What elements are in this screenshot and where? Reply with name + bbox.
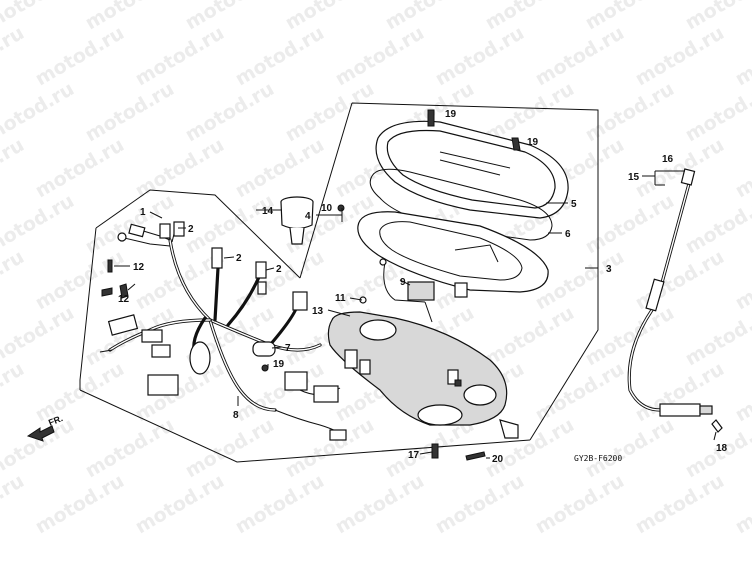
watermark-text: motod.ru xyxy=(582,0,678,34)
watermark-text: motod.ru xyxy=(432,22,528,90)
meter-gasket xyxy=(369,168,553,241)
watermark-text: motod.ru xyxy=(632,246,728,314)
watermark-text: motod.ru xyxy=(82,0,178,34)
watermark-text: motod.ru xyxy=(582,414,678,482)
watermark-text: motod.ru xyxy=(532,470,628,538)
watermark-text: motod.ru xyxy=(332,470,428,538)
callout-labels: 1 2 2 2 3 4 5 6 7 8 9 10 11 12 12 13 14 … xyxy=(47,109,728,465)
watermark-text: motod.ru xyxy=(32,22,128,90)
callout-5: 5 xyxy=(571,199,577,210)
meter-panel xyxy=(357,211,549,298)
watermark-text: motod.ru xyxy=(0,22,28,90)
watermark-text: motod.ru xyxy=(82,414,178,482)
meter-sub-harness xyxy=(379,258,435,323)
watermark-text: motod.ru xyxy=(132,358,228,426)
watermark-text: motod.ru xyxy=(282,414,378,482)
watermark-text: motod.ru xyxy=(482,302,578,370)
callout-9: 9 xyxy=(400,277,406,288)
front-arrow-icon xyxy=(26,425,55,442)
callout-18: 18 xyxy=(716,443,728,454)
callout-16: 16 xyxy=(662,154,674,165)
watermark-text: motod.ru xyxy=(632,134,728,202)
watermark-text: motod.ru xyxy=(32,358,128,426)
callout-2-b: 2 xyxy=(236,253,242,264)
watermark-text: motod.ru xyxy=(232,470,328,538)
callout-12-a: 12 xyxy=(133,262,145,273)
watermark-text: motod.ru xyxy=(632,470,728,538)
callout-15: 15 xyxy=(628,172,640,183)
callout-11: 11 xyxy=(335,293,346,304)
watermark-text: motod.ru xyxy=(732,134,752,202)
callout-3: 3 xyxy=(606,264,612,275)
watermark-text: motod.ru xyxy=(732,358,752,426)
watermark-text: motod.ru xyxy=(282,0,378,34)
callout-13: 13 xyxy=(312,306,324,317)
callout-2-c: 2 xyxy=(276,264,282,275)
watermark-text: motod.ru xyxy=(0,134,28,202)
watermark-text: motod.ru xyxy=(232,22,328,90)
callout-19-a: 19 xyxy=(445,109,457,120)
watermark-text: motod.ru xyxy=(282,78,378,146)
meter-upper-cover xyxy=(375,120,569,219)
front-direction-indicator xyxy=(26,425,55,442)
watermark-text: motod.ru xyxy=(532,358,628,426)
watermark-text: motod.ru xyxy=(182,0,278,34)
watermark-text: motod.ru xyxy=(332,22,428,90)
watermark-text: motod.ru xyxy=(32,470,128,538)
watermark-text: motod.ru xyxy=(732,22,752,90)
watermark-text: motod.ru xyxy=(632,22,728,90)
callout-19-b: 19 xyxy=(527,137,539,148)
watermark-text: motod.ru xyxy=(582,190,678,258)
callout-2-a: 2 xyxy=(188,224,194,235)
watermark-text: motod.ru xyxy=(532,22,628,90)
callout-7: 7 xyxy=(285,343,291,354)
watermark-text: motod.ru xyxy=(132,22,228,90)
watermark-text: motod.ru xyxy=(732,246,752,314)
meter-frame xyxy=(299,102,599,441)
watermark-text: motod.ru xyxy=(482,0,578,34)
diagram-code: GY2B-F6200 xyxy=(574,454,622,463)
callout-10: 10 xyxy=(321,203,333,214)
callout-4: 4 xyxy=(305,211,311,222)
bulb-socket xyxy=(280,196,314,245)
wire-harness xyxy=(99,221,347,441)
callout-19-c: 19 xyxy=(273,359,285,370)
watermark-text: motod.ru xyxy=(482,414,578,482)
watermark-text: motod.ru xyxy=(382,0,478,34)
watermark-text: motod.ru xyxy=(232,134,328,202)
watermark-text: motod.ru xyxy=(432,470,528,538)
watermark-text: motod.ru xyxy=(32,134,128,202)
watermark-text: motod.ru xyxy=(82,302,178,370)
speedometer-cable xyxy=(627,168,723,433)
callout-6: 6 xyxy=(565,229,571,240)
callout-14: 14 xyxy=(262,206,274,217)
watermark-text: motod.ru xyxy=(182,78,278,146)
watermark-text: motod.ru xyxy=(82,78,178,146)
watermark-text: motod.ru xyxy=(182,414,278,482)
callout-20: 20 xyxy=(492,454,504,465)
watermark-text: motod.ru xyxy=(32,246,128,314)
leader-lines xyxy=(114,170,717,459)
watermark-text: motod.ru xyxy=(132,470,228,538)
callout-8: 8 xyxy=(233,410,239,421)
watermark-text: motod.ru xyxy=(0,358,28,426)
watermark-text: motod.ru xyxy=(732,470,752,538)
watermark-text: motod.ru xyxy=(582,78,678,146)
callout-1: 1 xyxy=(140,207,146,218)
watermark-text: motod.ru xyxy=(0,246,28,314)
watermark-text: motod.ru xyxy=(0,470,28,538)
callout-12-b: 12 xyxy=(118,294,130,305)
callout-17: 17 xyxy=(408,450,420,461)
watermark-text: motod.ru xyxy=(182,190,278,258)
